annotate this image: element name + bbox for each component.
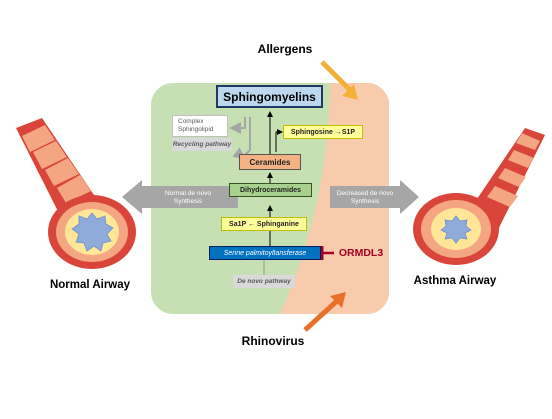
asthma-airway-label: Asthma Airway [413,275,497,287]
normal-airway-illustration [16,118,136,269]
normal-airway-label: Normal Airway [49,279,131,291]
sphingomyelins-box: Sphingomyelins [216,85,323,108]
normal-synthesis-text: Normal de novo Synthesis [165,190,211,205]
normal-synthesis-arrow [122,180,238,214]
rhinovirus-arrow [303,298,340,332]
decreased-synthesis-arrow [330,180,419,214]
s1p-sphinganine-box: Sa1P ← Sphinganine [221,217,307,231]
recycling-arrow-1 [229,117,246,134]
recycling-pathway-box: Recycling pathway [172,138,232,151]
ceramide-to-sphingosine-arrow [275,129,283,152]
sphingosine-s1p-box: Sphingosine →S1P [283,125,363,139]
allergens-label: Allergens [257,42,313,56]
dihydroceramides-box: Dihydroceramides [229,183,312,197]
allergens-arrow [320,60,352,92]
rhinovirus-arrowhead [330,292,346,308]
allergens-arrowhead [342,84,358,100]
serine-palmitoyltransferase-box: Serine palmitoyltansferase [209,246,321,260]
ceramides-box: Ceramides [239,154,301,170]
de-novo-pathway-box: De novo pathway [233,275,295,288]
ormdl3-label: ORMDL3 [338,247,384,259]
complex-sphingolipid-box: Complex Sphingolipid [172,115,228,137]
rhinovirus-label: Rhinovirus [241,334,305,348]
decreased-synthesis-text: Decreased de novo Synthesis [336,190,394,205]
asthma-airway-illustration [413,128,545,265]
